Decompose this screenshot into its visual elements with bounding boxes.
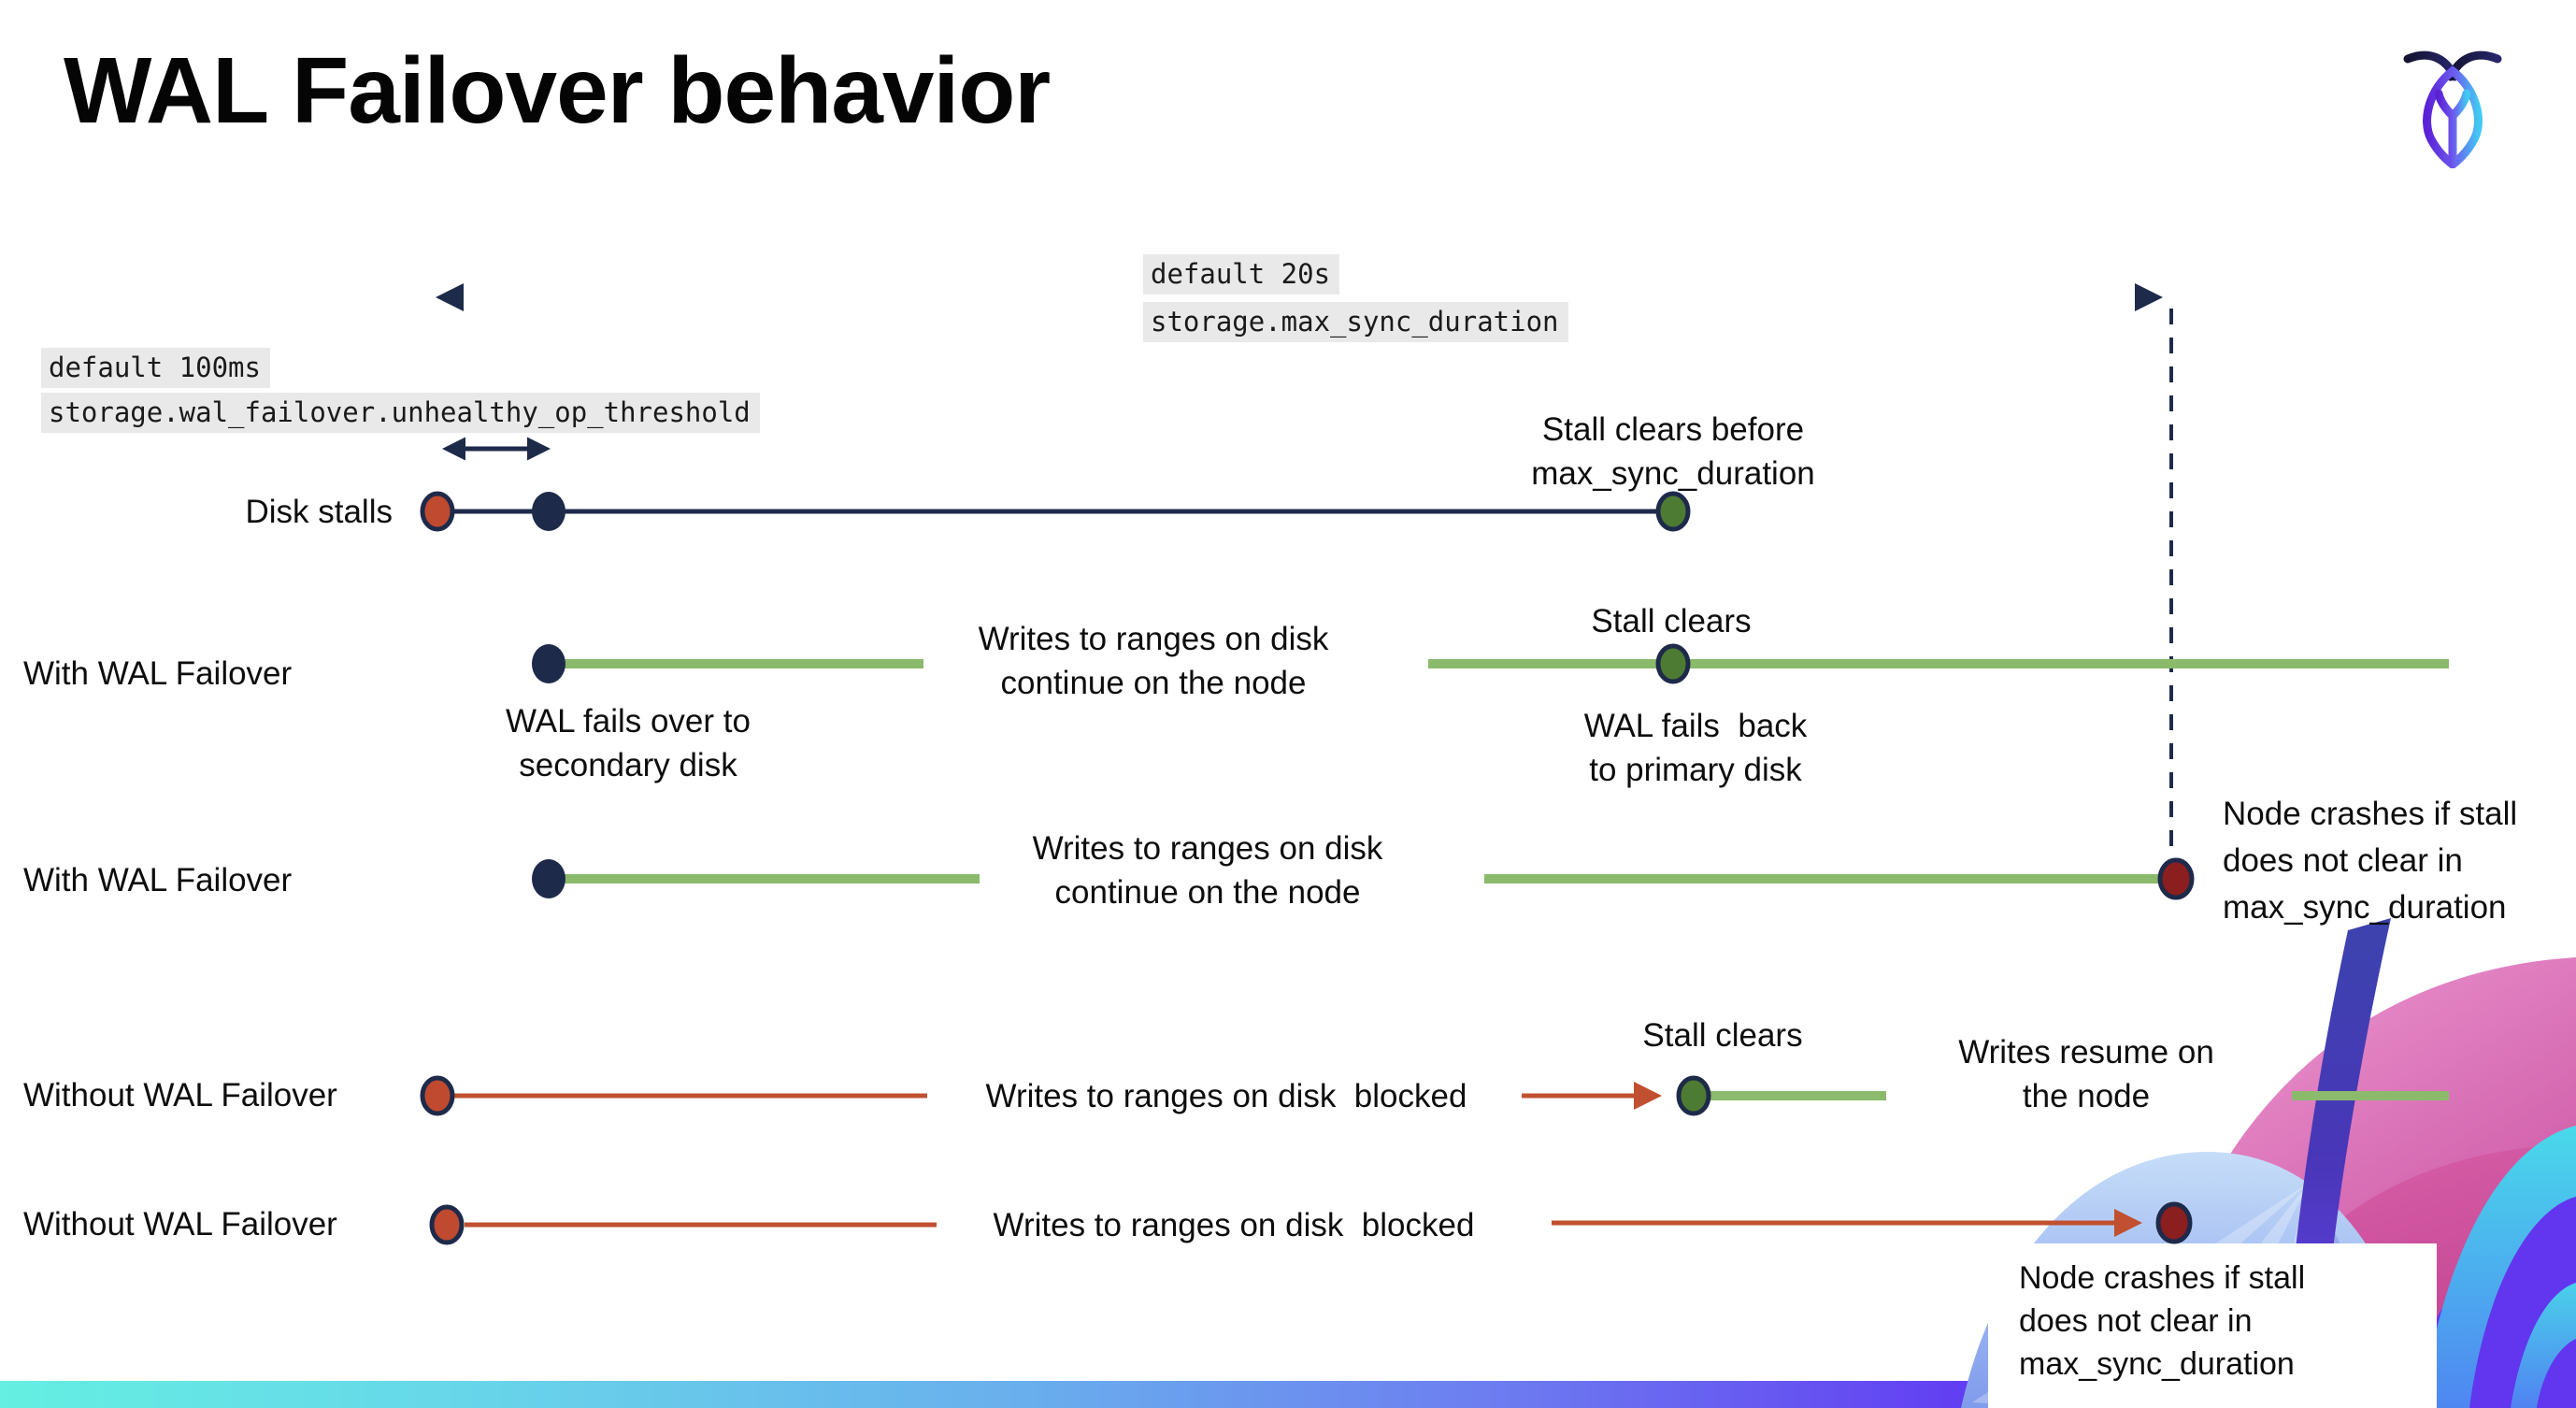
stall-clears-dot-row2 — [1655, 643, 1691, 684]
page-title: WAL Failover behavior — [64, 38, 1051, 143]
callout-unhealthy-op-threshold: default 100ms storage.wal_failover.unhea… — [41, 348, 760, 438]
failover-dot-1 — [532, 644, 565, 683]
node-crash-dot-2 — [2155, 1201, 2193, 1244]
row-label-with-wal-failover-1: With WAL Failover — [23, 655, 293, 692]
note-node-crashes-2: Node crashes if stall does not clear in … — [2019, 1260, 2306, 1382]
note-stall-clears-1: Stall clears — [1591, 603, 1752, 639]
failover-dot-2 — [532, 859, 565, 898]
note-writes-blocked-2: Writes to ranges on disk blocked — [993, 1207, 1475, 1243]
note-writes-resume: Writes resume on the node — [1958, 1034, 2214, 1114]
callout-default-20s: default 20s — [1143, 254, 1340, 295]
stall-clears-dot-row4 — [1676, 1075, 1711, 1116]
threshold-dot — [532, 492, 565, 531]
callout-default-100ms: default 100ms — [41, 348, 270, 388]
row-label-without-wal-failover-2: Without WAL Failover — [23, 1206, 337, 1243]
stall-clears-dot-row1 — [1655, 491, 1691, 532]
row-label-with-wal-failover-2: With WAL Failover — [23, 862, 293, 898]
stall-start-dot-2 — [420, 1075, 455, 1116]
note-writes-continue-1: Writes to ranges on disk continue on the… — [978, 621, 1329, 701]
note-stall-clears-before: Stall clears before max_sync_duration — [1531, 411, 1815, 492]
node-crash-dot-1 — [2157, 857, 2195, 900]
row-label-without-wal-failover-1: Without WAL Failover — [23, 1077, 337, 1113]
stall-start-dot — [420, 491, 455, 532]
brand-teal-arc — [2421, 1126, 2576, 1408]
note-stall-clears-2: Stall clears — [1642, 1017, 1803, 1054]
cockroachdb-logo-icon — [2403, 50, 2502, 168]
callout-threshold-setting: storage.wal_failover.unhealthy_op_thresh… — [41, 393, 760, 433]
note-node-crashes-1: Node crashes if stall does not clear in … — [2223, 796, 2518, 926]
logo-wings — [2434, 89, 2471, 167]
stall-start-dot-3 — [429, 1204, 465, 1245]
note-wal-fails-over: WAL fails over to secondary disk — [506, 703, 751, 783]
note-writes-continue-2: Writes to ranges on disk continue on the… — [1032, 830, 1383, 911]
row-label-disk-stalls: Disk stalls — [245, 494, 393, 530]
crash-note-box: Node crashes if stall does not clear in … — [1988, 1243, 2437, 1408]
note-writes-blocked-1: Writes to ranges on disk blocked — [985, 1078, 1467, 1114]
note-wal-fails-back: WAL fails back to primary disk — [1583, 708, 1808, 788]
callout-max-sync-setting: storage.max_sync_duration — [1143, 302, 1568, 342]
callout-max-sync-duration: default 20s storage.max_sync_duration — [1143, 254, 1568, 347]
